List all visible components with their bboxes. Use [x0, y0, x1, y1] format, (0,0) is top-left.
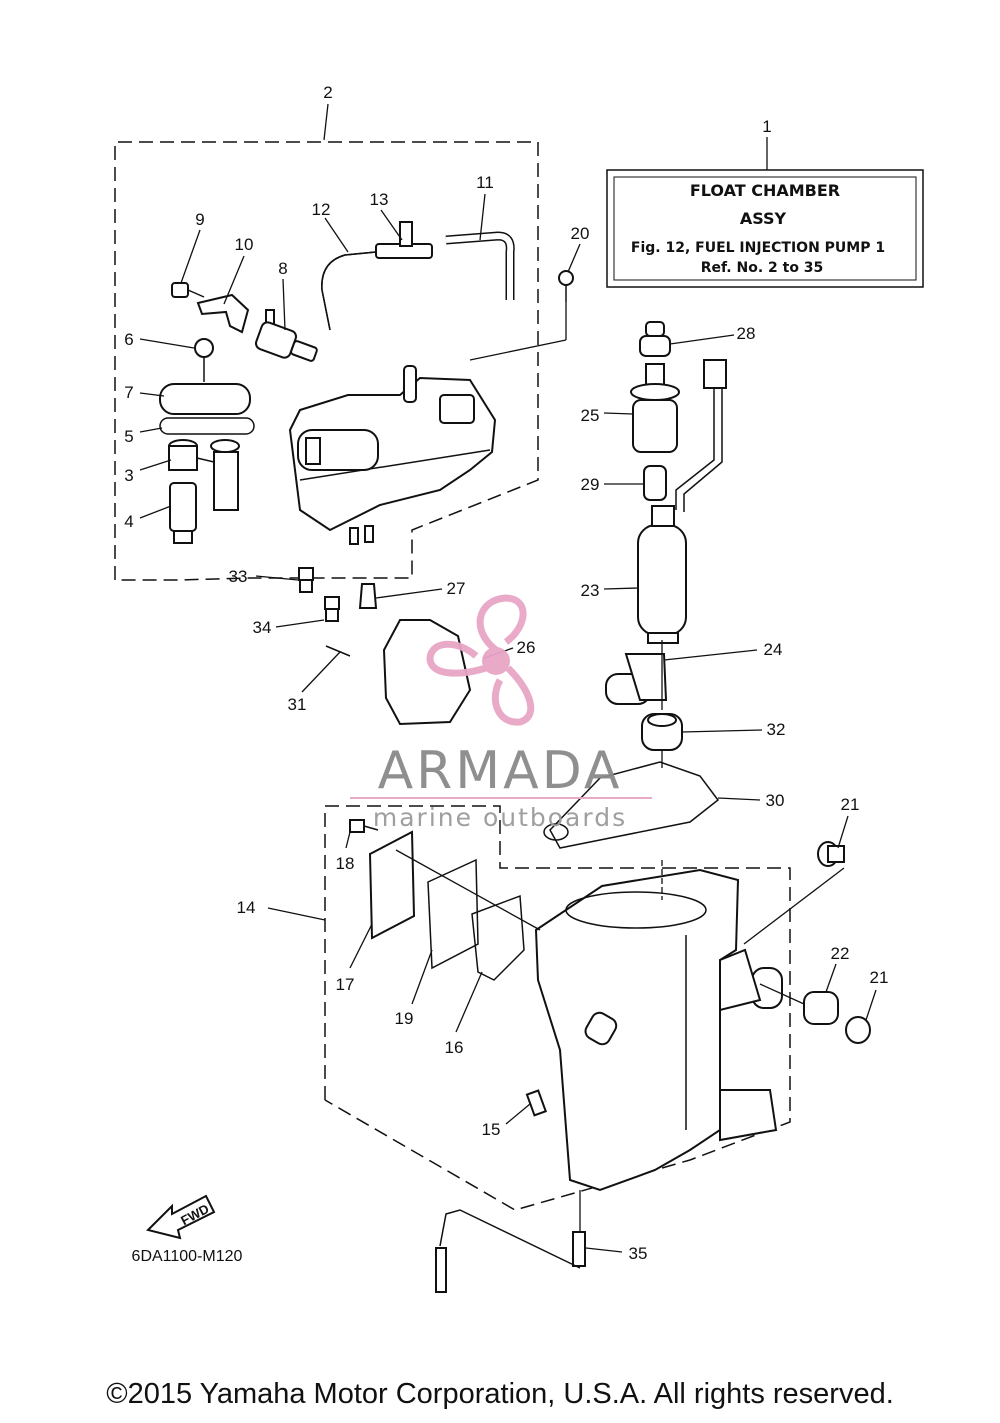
info-box-subtitle: ASSY — [740, 209, 787, 228]
part-33-bolt — [298, 567, 314, 593]
propeller-logo-icon — [426, 594, 535, 726]
callout-8: 8 — [278, 259, 287, 278]
part-21-grommet-bottom — [845, 1016, 871, 1044]
part-10-clamp — [196, 293, 250, 334]
callout-numbers: 1 2 9 10 12 13 11 20 8 6 7 5 3 4 28 25 2… — [124, 83, 888, 1263]
part-11-hose — [445, 231, 515, 300]
part-9-screw — [171, 282, 205, 298]
fwd-label: FWD — [178, 1201, 211, 1228]
part-17-plate — [368, 830, 416, 940]
callout-3: 3 — [124, 466, 133, 485]
armada-watermark: ARMADA marine outboards — [350, 594, 652, 832]
callout-7: 7 — [124, 383, 133, 402]
callout-15: 15 — [482, 1120, 501, 1139]
part-34-bolt — [324, 596, 340, 622]
callout-9: 9 — [195, 210, 204, 229]
callout-20: 20 — [571, 224, 590, 243]
part-6-screw — [194, 338, 214, 382]
callout-23: 23 — [581, 581, 600, 600]
part-22-damper — [803, 991, 839, 1025]
callout-4: 4 — [124, 512, 133, 531]
part-18-screw — [349, 819, 379, 833]
info-box-ref-range: Ref. No. 2 to 35 — [701, 260, 824, 276]
callout-29: 29 — [581, 475, 600, 494]
callout-27: 27 — [447, 579, 466, 598]
pump-wire-harness — [675, 359, 727, 512]
part-16-seal — [471, 894, 525, 981]
callout-18: 18 — [336, 854, 355, 873]
callout-12: 12 — [312, 200, 331, 219]
fwd-arrow-icon: FWD — [146, 1194, 216, 1240]
callout-19: 19 — [395, 1009, 414, 1028]
assembly-2-boundary — [114, 141, 539, 581]
part-32-retainer — [641, 713, 683, 751]
part-35-hose — [435, 1209, 586, 1293]
assembly-14-boundary — [324, 805, 791, 1211]
callout-31: 31 — [288, 695, 307, 714]
callout-32: 32 — [767, 720, 786, 739]
part-27-valve — [358, 583, 378, 609]
callout-33: 33 — [229, 567, 248, 586]
part-4-filter — [169, 482, 197, 544]
info-box-title: FLOAT CHAMBER — [690, 181, 840, 200]
callout-35: 35 — [629, 1244, 648, 1263]
callout-21-bottom: 21 — [870, 968, 889, 987]
callout-34: 34 — [253, 618, 272, 637]
callout-6: 6 — [124, 330, 133, 349]
callout-1: 1 — [762, 117, 771, 136]
part-31-pin — [325, 645, 351, 657]
callout-10: 10 — [235, 235, 254, 254]
callout-26: 26 — [517, 638, 536, 657]
callout-25: 25 — [581, 406, 600, 425]
part-7-cover — [159, 383, 251, 415]
info-box: FLOAT CHAMBER ASSY Fig. 12, FUEL INJECTI… — [606, 169, 924, 288]
part-20-screw — [558, 270, 574, 302]
part-25-filter — [630, 363, 680, 453]
callout-30: 30 — [766, 791, 785, 810]
callout-11: 11 — [476, 173, 494, 192]
callout-21-top: 21 — [841, 795, 860, 814]
part-30-gasket — [549, 761, 720, 849]
info-box-figure: Fig. 12, FUEL INJECTION PUMP 1 — [631, 240, 885, 256]
copyright-notice: ©2015 Yamaha Motor Corporation, U.S.A. A… — [106, 1378, 894, 1410]
part-3-filter-holder — [168, 439, 240, 511]
part-5-gasket — [159, 417, 255, 435]
part-24-bracket — [605, 653, 668, 705]
part-23-pump — [637, 505, 687, 644]
callout-24: 24 — [764, 640, 783, 659]
leader-lines — [139, 103, 877, 1253]
part-29-seal — [643, 465, 667, 501]
part-15-screw — [525, 1089, 548, 1117]
part-13-joint — [375, 221, 433, 259]
callout-2: 2 — [323, 83, 332, 102]
callout-5: 5 — [124, 427, 133, 446]
watermark-brand: ARMADA — [378, 741, 623, 801]
callout-17: 17 — [336, 975, 355, 994]
part-28-grommet — [639, 321, 671, 357]
fuel-pump-housing — [288, 365, 497, 545]
callout-13: 13 — [370, 190, 389, 209]
float-chamber-body — [534, 868, 783, 1192]
part-8-regulator — [254, 309, 318, 362]
callout-16: 16 — [445, 1038, 464, 1057]
callout-28: 28 — [737, 324, 756, 343]
part-19-gasket — [427, 858, 479, 970]
diagram-code: 6DA1100-M120 — [132, 1248, 243, 1265]
part-21-grommet-top — [817, 841, 845, 867]
callout-22: 22 — [831, 944, 850, 963]
watermark-tagline: marine outboards — [373, 803, 627, 832]
callout-14: 14 — [237, 898, 256, 917]
